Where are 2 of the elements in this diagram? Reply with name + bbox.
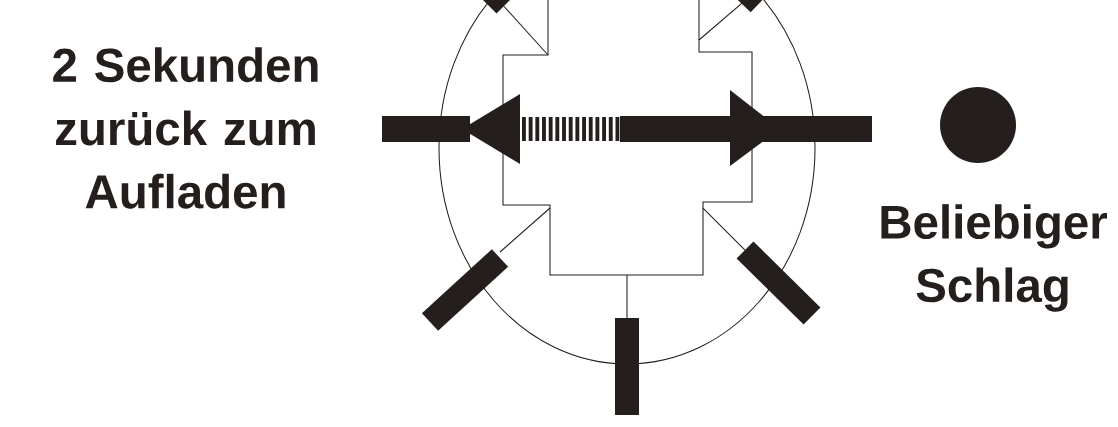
instruction-label: 2 Sekunden zurück zum Aufladen xyxy=(53,47,318,209)
button-label: Beliebiger Schlag xyxy=(881,204,1107,312)
